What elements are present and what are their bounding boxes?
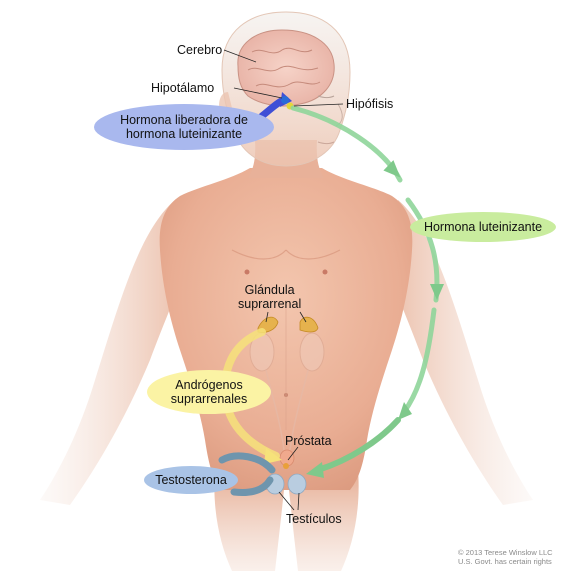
leader-glandula-left xyxy=(265,311,269,323)
lh-arrow-head-3 xyxy=(398,402,412,420)
left-leg xyxy=(214,470,285,571)
leader-glandula-right xyxy=(299,311,307,323)
left-arm xyxy=(40,200,190,505)
label-hipotalamo: Hipotálamo xyxy=(151,81,215,95)
copyright: © 2013 Terese Winslow LLC U.S. Govt. has… xyxy=(458,548,553,566)
pill-androgens-line1: Andrógenos xyxy=(175,378,243,392)
leader-testiculos-left xyxy=(278,491,295,511)
pill-androgens-line2: suprarrenales xyxy=(170,392,248,406)
right-nipple xyxy=(322,269,328,275)
right-leg xyxy=(288,470,359,571)
pill-testosterone: Testosterona xyxy=(144,466,238,494)
lh-arrow-head-2 xyxy=(430,284,444,300)
label-hipofisis: Hipófisis xyxy=(346,97,394,111)
testosterone-arrow xyxy=(218,452,276,474)
right-testis xyxy=(287,473,307,495)
testosterone-arrow-lower xyxy=(230,476,274,496)
left-nipple xyxy=(244,269,250,275)
androgens-arrow-head xyxy=(264,448,282,464)
lh-arrow-head-1 xyxy=(383,160,401,178)
leader-cerebro xyxy=(223,49,257,63)
right-ureter xyxy=(289,369,309,451)
lh-arrow-segment-4 xyxy=(315,417,401,473)
leader-testiculos-right xyxy=(297,492,300,511)
right-kidney xyxy=(299,332,325,372)
copyright-line2: U.S. Govt. has certain rights xyxy=(458,557,552,566)
label-testiculos: Testículos xyxy=(286,512,342,526)
right-adrenal-gland xyxy=(299,316,319,333)
pill-androgens: Andrógenos suprarrenales xyxy=(147,370,271,414)
copyright-line1: © 2013 Terese Winslow LLC xyxy=(458,548,553,557)
pill-lhrh-line1: Hormona liberadora de xyxy=(120,113,248,127)
pill-testosterone-text: Testosterona xyxy=(155,473,227,487)
label-cerebro: Cerebro xyxy=(177,43,223,57)
chest-contour-right xyxy=(285,249,341,260)
pill-lh: Hormona luteinizante xyxy=(410,212,556,242)
label-prostata: Próstata xyxy=(285,434,332,448)
leader-hipotalamo xyxy=(233,87,283,99)
lh-arrow-segment-3 xyxy=(401,307,437,415)
label-glandula-line2: suprarrenal xyxy=(238,297,302,311)
pill-lhrh: Hormona liberadora de hormona luteinizan… xyxy=(94,104,274,150)
eyebrow xyxy=(317,95,335,98)
mouth xyxy=(317,141,335,144)
brain-folds xyxy=(247,47,321,88)
pill-lh-text: Hormona luteinizante xyxy=(423,220,543,234)
leader-hipofisis xyxy=(293,103,344,107)
left-ureter xyxy=(265,369,285,451)
right-arm xyxy=(383,200,533,505)
chest-contour-left xyxy=(231,249,287,260)
label-glandula-suprarrenal: Glándula suprarrenal xyxy=(238,283,301,311)
prostate-highlight xyxy=(283,463,289,469)
hypothalamus-marker xyxy=(281,96,289,104)
lh-arrow-head-4 xyxy=(306,462,324,478)
label-glandula-line1: Glándula xyxy=(244,283,295,297)
leader-prostata xyxy=(287,446,299,461)
brain xyxy=(237,29,335,107)
pill-lhrh-line2: hormona luteinizante xyxy=(125,127,243,141)
